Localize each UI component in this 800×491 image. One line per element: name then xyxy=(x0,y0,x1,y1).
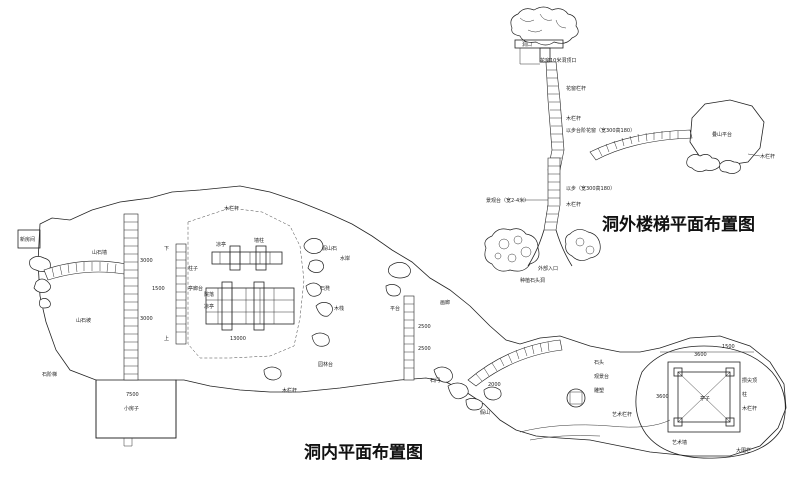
dim-1500b: 1500 xyxy=(722,344,735,350)
courtyard-label: 院落 xyxy=(204,291,214,298)
outer-stair-flight-2 xyxy=(543,157,561,231)
inner-stair-mid xyxy=(175,243,187,345)
arc-wall-label: 艺术墙 xyxy=(672,439,687,446)
platform-note-label: 以步台阶花窗（宽300高180） xyxy=(566,127,635,134)
cave-mouth-box xyxy=(514,39,564,49)
pavilion-2-label: 凉亭 xyxy=(204,303,214,310)
rockery-platform-label: 叠山平台 xyxy=(712,131,732,138)
round-pavilion xyxy=(566,388,586,408)
entrance-label: 外部入口 xyxy=(538,265,558,272)
rockery-label: 假山石 xyxy=(322,245,337,252)
pavilion-outer xyxy=(667,361,741,433)
dim-3000: 3000 xyxy=(140,258,153,264)
water-edge-label: 水岸 xyxy=(340,255,350,262)
new-room-label: 新房间 xyxy=(20,236,35,243)
stone-stairs-label: 石阶梯 xyxy=(42,371,57,378)
stone-2-label: 石头 xyxy=(594,359,604,366)
rockery-platform xyxy=(689,99,765,167)
inner-stair-curve-left xyxy=(43,260,127,281)
railing-bottom-label: 木栏杆 xyxy=(282,387,297,394)
courtyard-outline xyxy=(187,207,305,359)
inner-plan-title: 洞内平面布置图 xyxy=(304,442,423,463)
pavilion-col-label: 柱 xyxy=(742,391,747,398)
tree-note-label: 景观台（宽2-4米） xyxy=(486,197,529,204)
pavilion-inner xyxy=(677,371,731,423)
railing-a-label: 木栏杆 xyxy=(566,115,581,122)
inner-stair-vertical xyxy=(123,213,139,381)
stone-wall-label: 山石墙 xyxy=(92,249,107,256)
step-note-label: 以步（宽300高180） xyxy=(566,185,615,192)
cave-outline xyxy=(37,185,787,457)
wood-board-label: 木栈 xyxy=(334,305,344,312)
dim-2500b: 2500 xyxy=(418,346,431,352)
wall-pillar-label: 墙柱 xyxy=(254,237,264,244)
cave-mouth-label: 洞口 xyxy=(522,41,532,48)
outer-stairs-title: 洞外楼梯平面布置图 xyxy=(602,214,755,235)
gallery-label: 画廊 xyxy=(440,299,450,306)
stone-slope-label: 山石坡 xyxy=(76,317,91,324)
pavilion-plaza xyxy=(635,345,786,459)
pavilion-roof-label: 攒尖顶 xyxy=(742,377,757,384)
viewing-label: 观景台 xyxy=(594,373,609,380)
planting-cluster xyxy=(484,228,601,272)
new-room xyxy=(17,229,41,249)
bridge-stair xyxy=(467,339,563,387)
rockery-2-label: 假山 xyxy=(480,409,490,416)
dim-1500: 1500 xyxy=(152,286,165,292)
flower-window-label: 花窗栏杆 xyxy=(566,85,586,92)
inner-stair-right xyxy=(403,295,415,381)
dim-3600b: 3600 xyxy=(656,394,669,400)
dir-down: 下 xyxy=(164,246,169,252)
arch-stage-label: 亭廊台 xyxy=(188,285,203,292)
flower-pot-label: 花窗10米洞顶口 xyxy=(540,57,576,64)
outer-stair-curve xyxy=(589,129,693,161)
platform-2-label: 平台 xyxy=(390,305,400,312)
pavilion-label: 凉亭 xyxy=(216,241,226,248)
small-house-label: 小房子 xyxy=(124,405,139,412)
pergola-bottom xyxy=(205,281,295,331)
wood-seat-label: 木栏杆 xyxy=(566,201,581,208)
dim-13000: 13000 xyxy=(230,336,246,342)
pavilion-label-2: 亭子 xyxy=(700,395,710,402)
rock-plant-label: 种植石头洞 xyxy=(520,277,545,284)
railing-b-label: 木栏杆 xyxy=(760,153,775,160)
dim-3000b: 3000 xyxy=(140,316,153,322)
outer-stairs-plan: 叠山平台 洞口 花窗10米洞顶口 花窗栏杆 木栏杆 以步台阶花窗（宽300高18… xyxy=(484,6,775,284)
stone-gate-label: 石门 xyxy=(430,377,440,384)
dir-up: 上 xyxy=(164,335,169,342)
dim-2000: 2000 xyxy=(488,382,501,388)
sculpture-label: 雕塑 xyxy=(594,387,604,394)
stone-bench-label: 石凳 xyxy=(320,285,330,292)
outer-stair-flight-1 xyxy=(545,61,565,171)
rock-cluster-top xyxy=(510,6,579,46)
lake-label: 大围栏 xyxy=(736,447,751,454)
dim-7500: 7500 xyxy=(126,392,139,398)
wood-railing-label: 木栏杆 xyxy=(224,205,239,212)
dim-3600: 3600 xyxy=(694,352,707,358)
pergola-top xyxy=(211,245,283,271)
dim-2500: 2500 xyxy=(418,324,431,330)
pillar-label: 柱子 xyxy=(188,265,198,272)
art-railing-label: 艺术栏杆 xyxy=(612,411,632,418)
garden-stage-label: 园林台 xyxy=(318,361,333,368)
pavilion-railing-label: 木栏杆 xyxy=(742,405,757,412)
inner-cave-plan: 新房间 小房子 山石墙 山石坡 3000 3000 1500 下 上 7500 xyxy=(17,185,787,463)
